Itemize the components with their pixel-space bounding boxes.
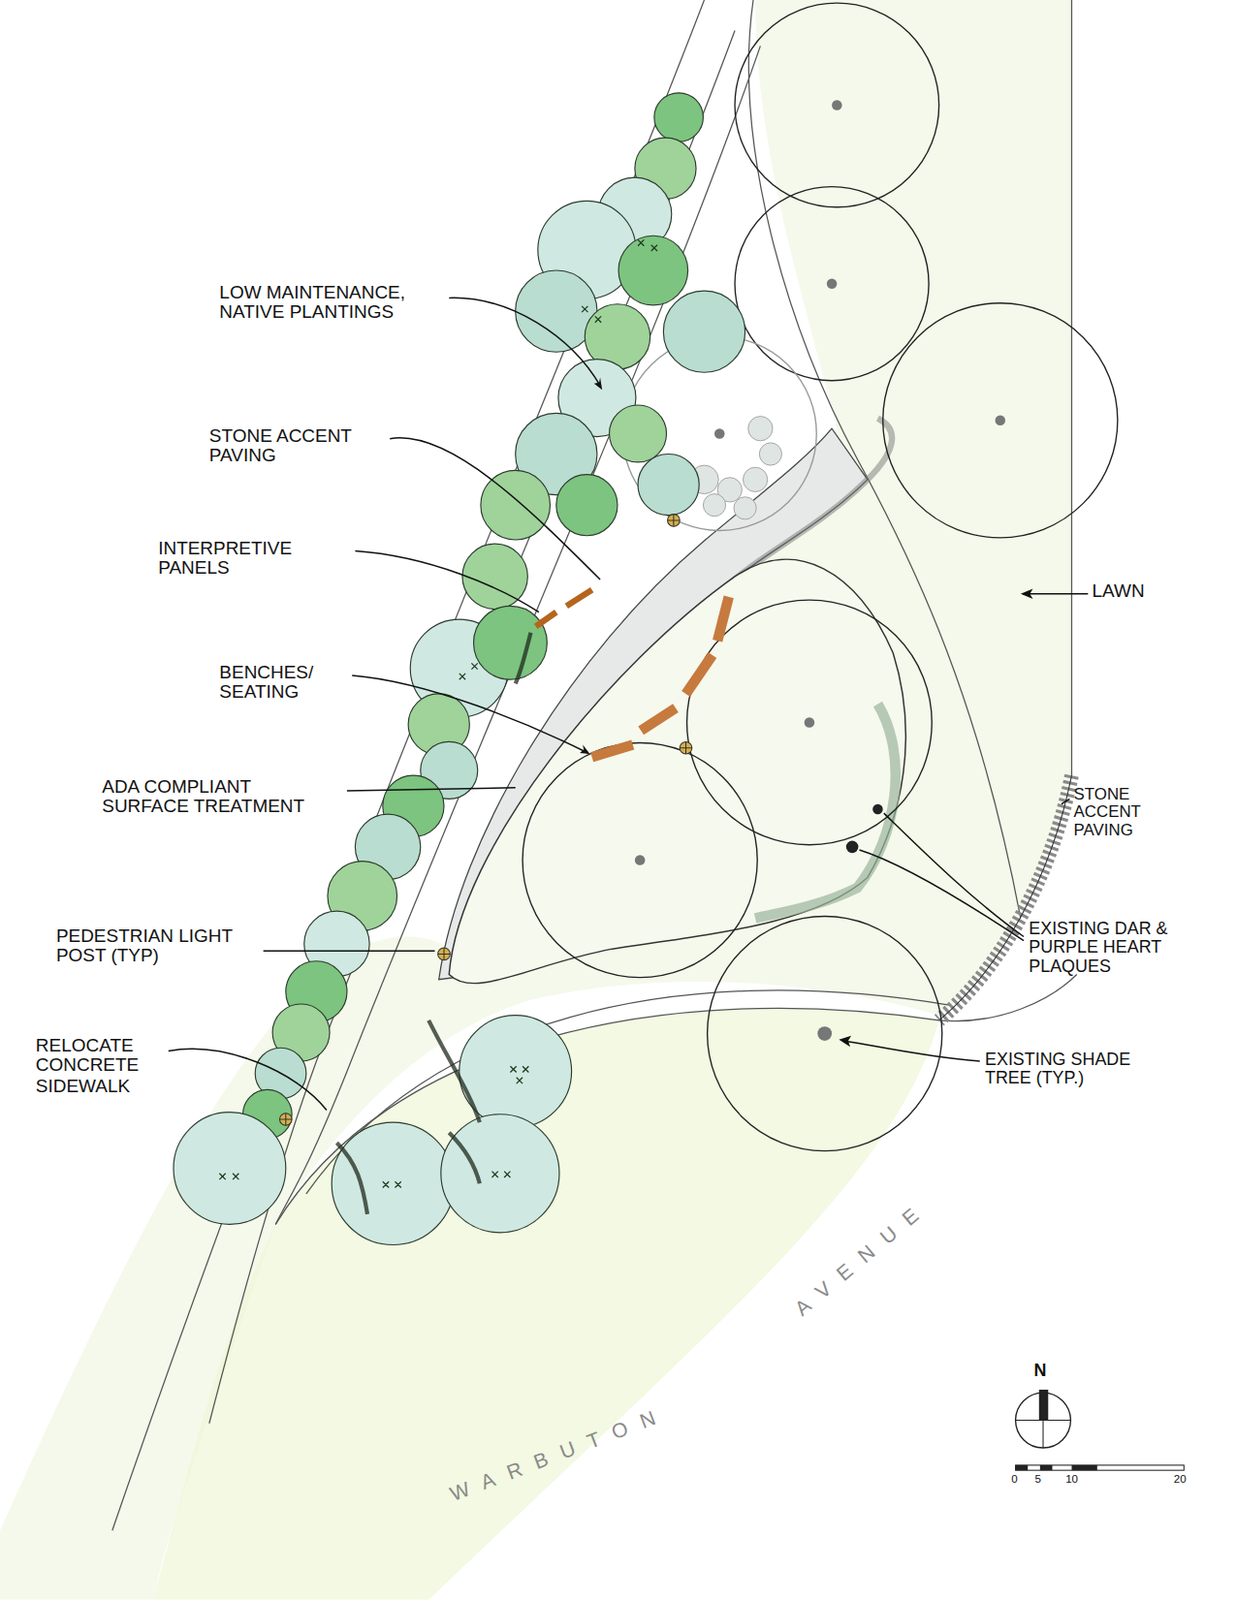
map-marking: 5	[1035, 1473, 1056, 1487]
callout-label: LOW MAINTENANCE, NATIVE PLANTINGS	[219, 284, 444, 324]
callout-label: PEDESTRIAN LIGHT POST (TYP)	[56, 926, 255, 967]
callout-label: BENCHES/ SEATING	[219, 663, 350, 703]
map-marking: 20	[1173, 1473, 1199, 1487]
callout-label: LAWN	[1092, 581, 1174, 602]
callout-label: STONE ACCENT PAVING	[1074, 786, 1176, 840]
callout-label: INTERPRETIVE PANELS	[158, 538, 348, 579]
callout-label: EXISTING DAR & PURPLE HEART PLAQUES	[1028, 920, 1223, 978]
map-marking: N	[1034, 1362, 1066, 1382]
callout-label: STONE ACCENT PAVING	[209, 426, 385, 467]
map-marking: 10	[1065, 1473, 1090, 1487]
callout-label: EXISTING SHADE TREE (TYP.)	[984, 1050, 1139, 1089]
callout-label: RELOCATE CONCRETE SIDEWALK	[35, 1037, 167, 1097]
callout-label: ADA COMPLIANT SURFACE TREATMENT	[101, 777, 342, 818]
map-marking: 0	[1011, 1473, 1032, 1487]
